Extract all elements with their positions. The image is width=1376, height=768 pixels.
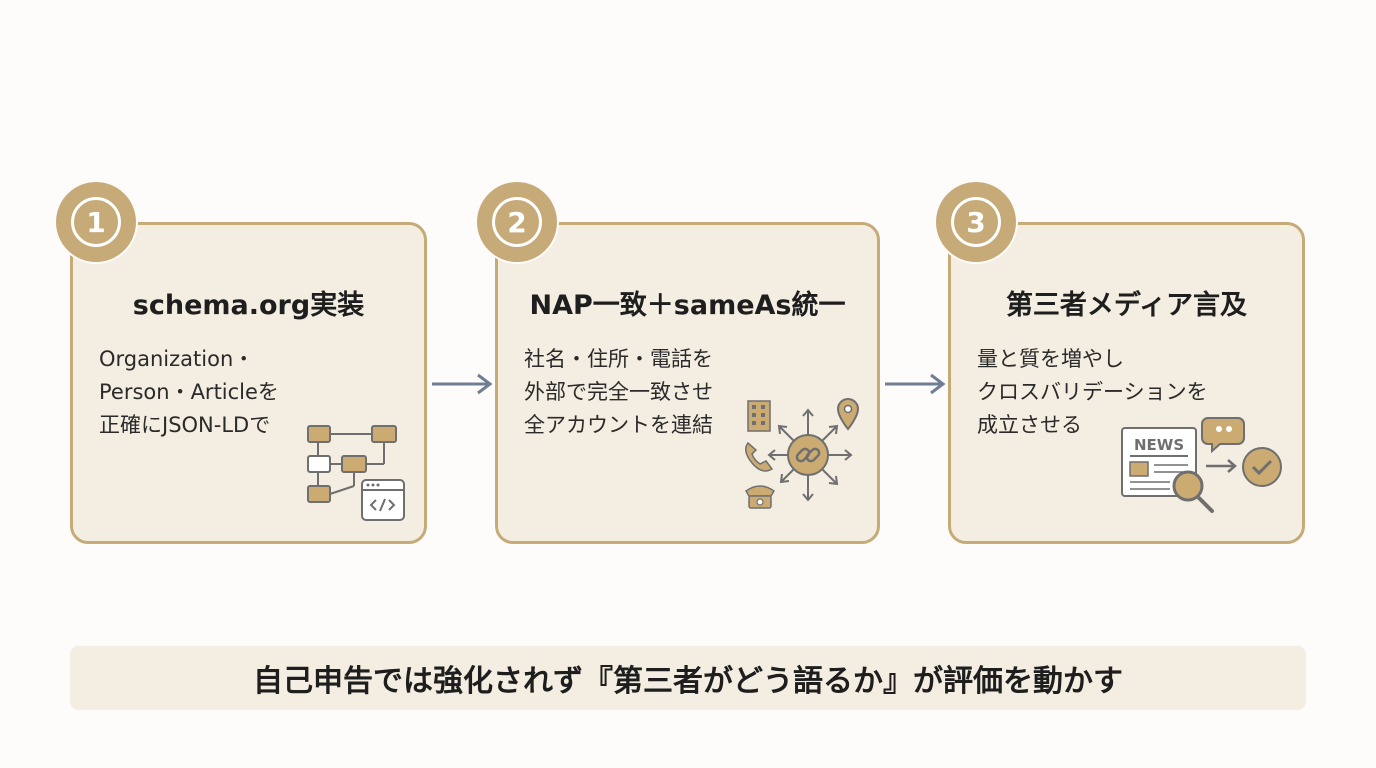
description-line: Person・Articleを — [99, 380, 279, 404]
media-mention-icon: NEWS — [1121, 417, 1282, 513]
summary-banner: 自己申告では強化されず『第三者がどう語るか』が評価を動かす — [70, 646, 1306, 710]
step-number-badge-3: 3 — [936, 182, 1016, 262]
structured-data-icon — [307, 425, 405, 521]
link-hub-icon — [745, 397, 860, 509]
step-card-1: schema.org実装 Organization・ Person・Articl… — [70, 222, 427, 544]
location-pin-icon — [836, 397, 860, 431]
description-line: Organization・ — [99, 347, 255, 371]
step-number: 3 — [951, 197, 1001, 247]
step-description: Organization・ Person・Articleを 正確にJSON-LD… — [99, 343, 279, 442]
magnifier-icon — [1172, 470, 1214, 513]
step-number-badge-1: 1 — [56, 182, 136, 262]
step-card-2: NAP一致＋sameAs統一 社名・住所・電話を 外部で完全一致させ 全アカウン… — [495, 222, 880, 544]
step-number-badge-2: 2 — [477, 182, 557, 262]
quote-bubble-icon — [1201, 417, 1245, 454]
description-line: クロスバリデーションを — [977, 380, 1208, 404]
summary-text: 自己申告では強化されず『第三者がどう語るか』が評価を動かす — [253, 664, 1123, 699]
telephone-icon — [745, 485, 775, 509]
arrow-right-icon — [885, 373, 946, 395]
check-circle-icon — [1242, 447, 1282, 487]
building-icon — [747, 400, 771, 432]
step-title: 第三者メディア言及 — [1005, 290, 1248, 321]
step-title: schema.org実装 — [132, 290, 365, 321]
news-label: NEWS — [1134, 436, 1184, 454]
description-line: 外部で完全一致させ — [524, 380, 713, 404]
description-line: 社名・住所・電話を — [524, 347, 713, 371]
arrow-right-icon — [1206, 459, 1237, 473]
description-line: 正確にJSON-LDで — [99, 413, 271, 437]
phone-icon — [745, 441, 774, 472]
arrow-right-icon — [432, 373, 493, 395]
description-line: 全アカウントを連結 — [524, 413, 713, 437]
step-title: NAP一致＋sameAs統一 — [529, 290, 846, 321]
chain-link-icon — [795, 447, 821, 463]
description-line: 成立させる — [977, 413, 1082, 437]
description-line: 量と質を増やし — [977, 347, 1124, 371]
step-number: 1 — [71, 197, 121, 247]
step-description: 量と質を増やし クロスバリデーションを 成立させる — [977, 343, 1208, 442]
step-number: 2 — [492, 197, 542, 247]
step-description: 社名・住所・電話を 外部で完全一致させ 全アカウントを連結 — [524, 343, 713, 442]
